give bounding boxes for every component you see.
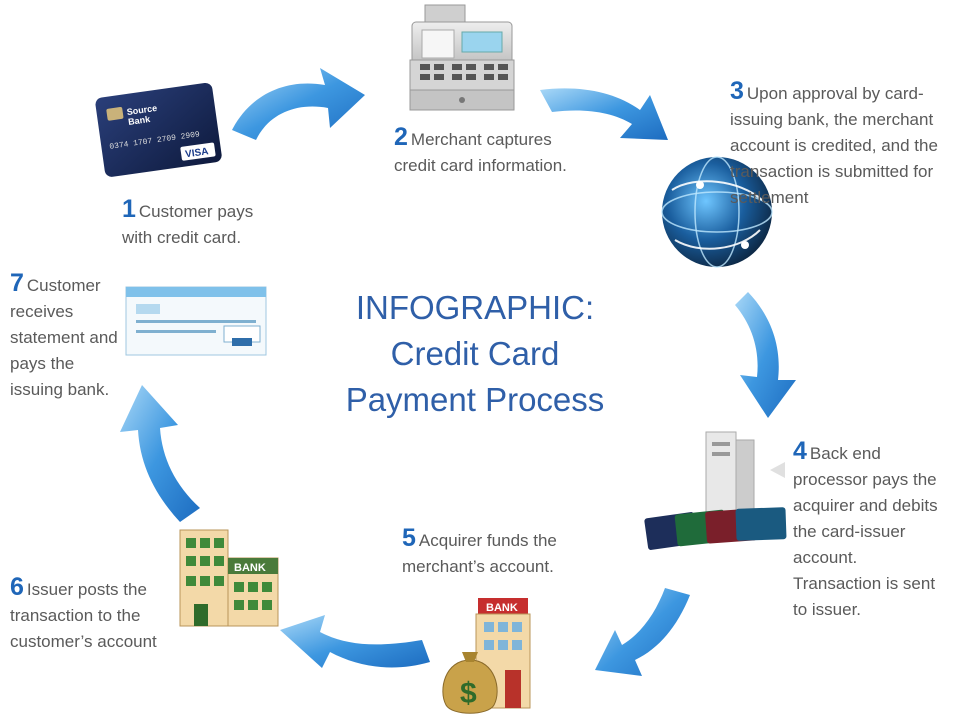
infographic-title: INFOGRAPHIC: Credit Card Payment Process (330, 285, 620, 423)
step-text: Acquirer funds the merchant’s account. (402, 531, 557, 576)
step-number: 3 (730, 77, 744, 105)
step-text: Back end processor pays the acquirer and… (793, 444, 938, 619)
statement-icon (125, 286, 267, 356)
arrow-2-to-3 (540, 88, 668, 140)
arrow-3-to-4 (735, 292, 796, 418)
step-text: Upon approval by card-issuing bank, the … (730, 84, 938, 207)
arrow-5-to-6 (280, 615, 430, 668)
title-line-1: INFOGRAPHIC: (355, 289, 595, 326)
step-text: Issuer posts the transaction to the cust… (10, 580, 157, 651)
step-text: Customer receives statement and pays the… (10, 276, 118, 399)
cards-stack-icon (644, 507, 787, 550)
bank-with-money-icon: BANK $ (442, 598, 531, 714)
step-number: 6 (10, 573, 24, 601)
svg-text:Source: Source (126, 103, 158, 117)
bank-sign-left: BANK (234, 562, 266, 574)
svg-text:Bank: Bank (127, 114, 151, 127)
globe-icon (661, 156, 773, 268)
cash-register-icon (409, 4, 515, 111)
arrow-4-to-5 (595, 588, 690, 676)
bank-sign-bottom: BANK (486, 602, 518, 614)
svg-text:$: $ (460, 677, 477, 710)
step-number: 5 (402, 524, 416, 552)
step-number: 1 (122, 195, 136, 223)
step-text: Customer pays with credit card. (122, 202, 254, 247)
title-line-2: Credit Card (390, 335, 560, 372)
svg-text:VISA: VISA (185, 146, 210, 160)
step-number: 4 (793, 437, 807, 465)
step-text: Merchant captures credit card informatio… (394, 130, 567, 175)
step-number: 7 (10, 269, 24, 297)
bank-building-icon: BANK (179, 529, 279, 627)
arrow-6-to-7 (120, 385, 200, 522)
title-line-3: Payment Process (345, 381, 605, 418)
arrow-1-to-2 (232, 68, 365, 140)
credit-card-icon: Source Bank 0374 1707 2709 2909 VISA (95, 82, 222, 177)
step-number: 2 (394, 123, 408, 151)
